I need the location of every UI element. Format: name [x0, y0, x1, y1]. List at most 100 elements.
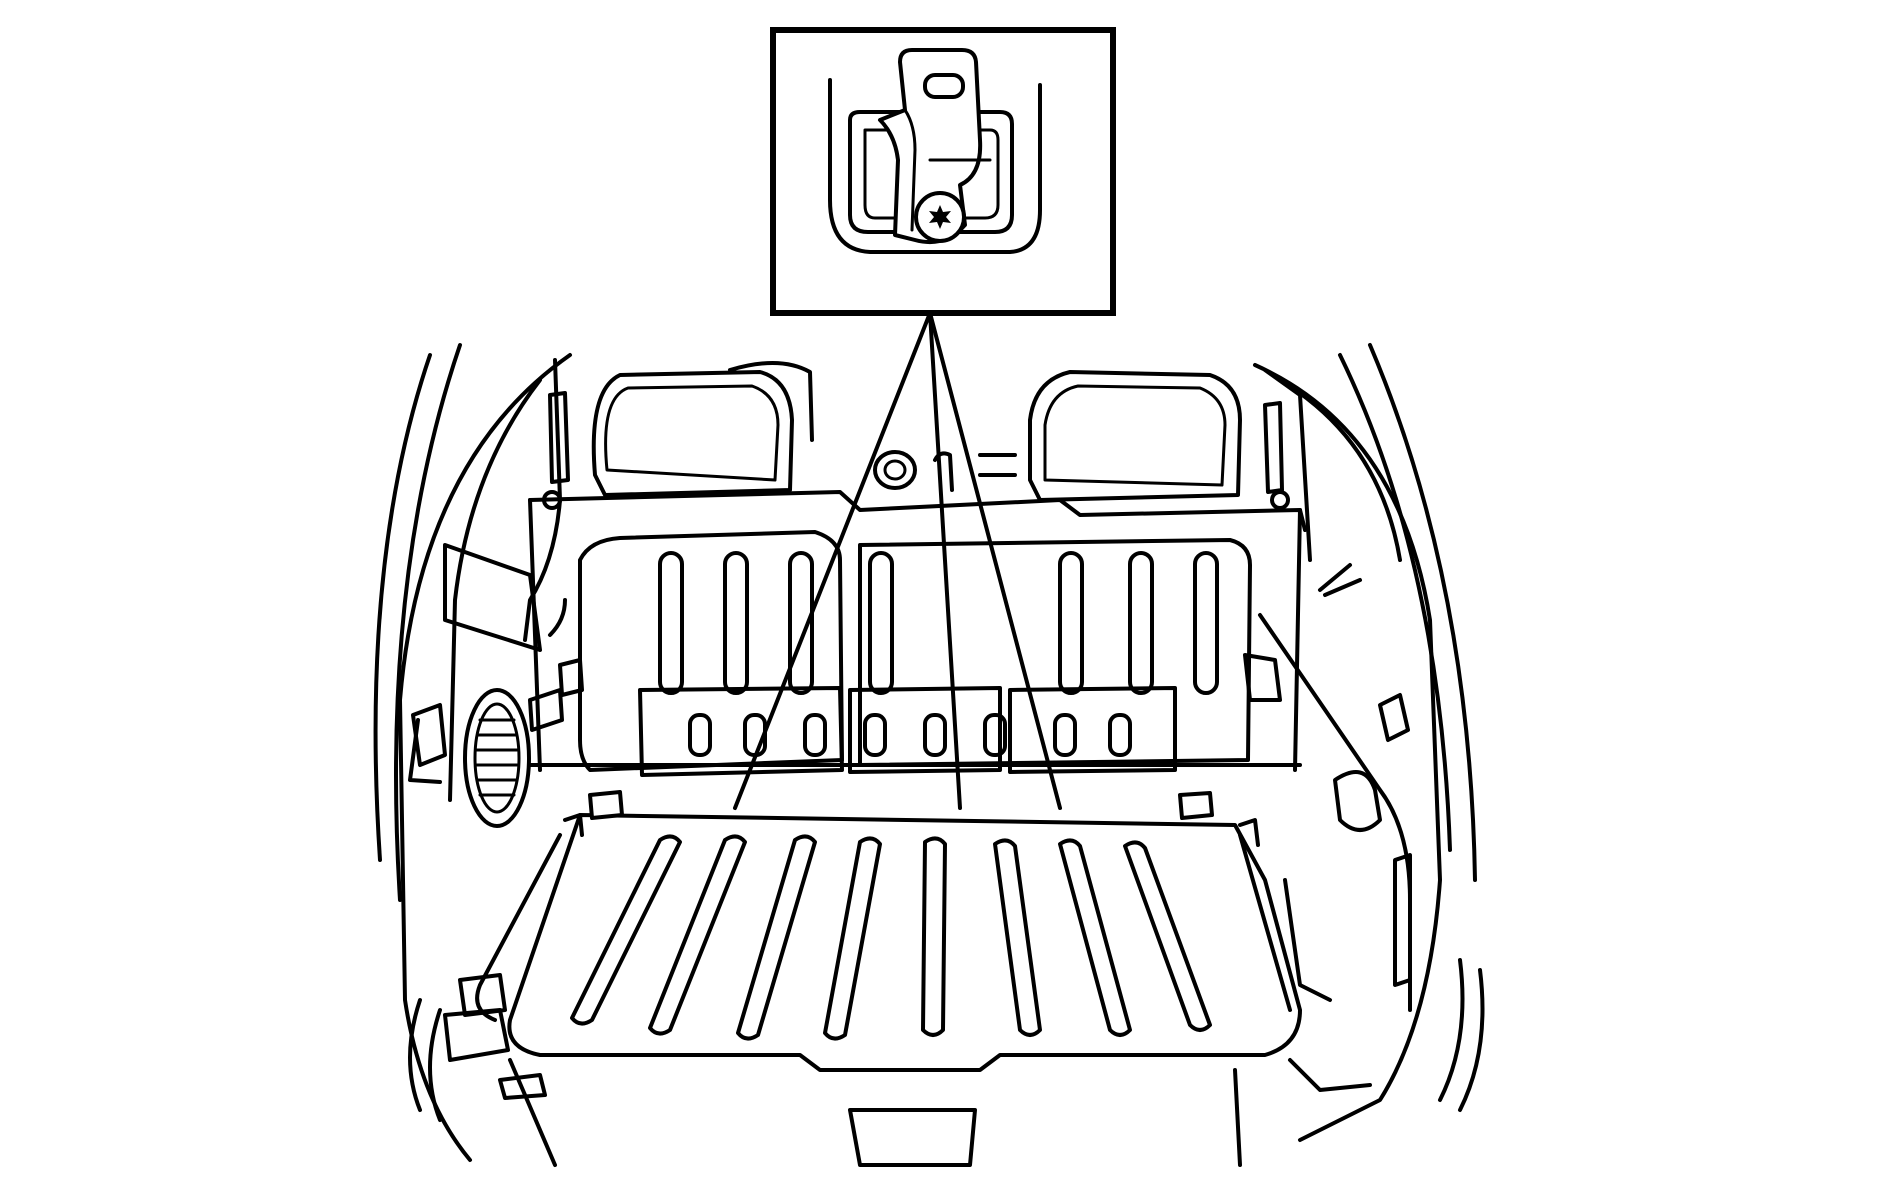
belt-anchor-right [1263, 401, 1284, 494]
seatback-ribs [658, 551, 1219, 695]
leader-line-right [928, 311, 1062, 810]
motion-arc [373, 353, 432, 862]
latch-slot [863, 713, 887, 757]
right-trim-panel [1253, 363, 1442, 1142]
floor-tie-down-left [588, 790, 624, 820]
seat-latch-plates [638, 686, 1177, 777]
floor-corner-left [563, 813, 584, 837]
trim-clip [411, 703, 447, 767]
speaker-cone [473, 702, 521, 814]
floor-rib [1123, 840, 1212, 1032]
floor-rib [823, 836, 882, 1041]
latch-slot [688, 713, 712, 757]
floor-rib [993, 838, 1042, 1037]
rib [868, 551, 894, 695]
latch-slot [1053, 713, 1077, 757]
anchor-bolt [1270, 490, 1290, 510]
rear-sill [508, 1058, 1372, 1167]
seatback-panel-right [858, 538, 1252, 767]
center-knob-inner [883, 459, 907, 481]
rib [723, 551, 749, 695]
latch-slot [803, 713, 827, 757]
rib [788, 551, 814, 695]
motion-arc [1368, 343, 1477, 882]
recess-pocket [848, 110, 1014, 234]
floor-rib [648, 834, 747, 1036]
latch-slot [923, 713, 947, 757]
center-trim-lines [978, 453, 1017, 477]
latch-plate-center [848, 686, 1002, 774]
cargo-hook-right [1333, 770, 1382, 832]
seatback-right-edge [1293, 508, 1302, 772]
floor-tab [498, 1073, 547, 1100]
striker-plate [848, 1108, 977, 1167]
floor-corner-right [1238, 818, 1260, 847]
motion-arc [1338, 353, 1452, 852]
seatback-panel-left [578, 530, 844, 772]
anchor-bolt [542, 490, 562, 510]
floor-right-rail [1238, 833, 1292, 1012]
floor-rib [1058, 838, 1132, 1037]
latch-plate-right [1008, 686, 1177, 774]
floor-tie-down-right [1178, 791, 1214, 820]
detail-inset [770, 27, 1116, 316]
hook-fold-line [903, 108, 917, 232]
floor-rib [570, 834, 682, 1026]
leader-line-left [733, 311, 932, 810]
speaker-mesh [475, 718, 519, 797]
panel-mark [1318, 563, 1352, 592]
seatback-left-edge [528, 498, 542, 772]
right-trim-inner [1278, 378, 1402, 562]
belt-anchor-left [548, 391, 570, 484]
right-body-side [1243, 343, 1485, 1142]
rear-seat [528, 361, 1307, 777]
center-knob [873, 450, 917, 490]
side-vent [1393, 853, 1412, 987]
latch-slot [743, 713, 767, 757]
motion-arc [1458, 968, 1485, 1112]
sill-right-edge [1233, 1068, 1242, 1167]
right-pillar [1263, 368, 1312, 562]
leader-line-center [928, 311, 962, 810]
headrest-right [1028, 370, 1242, 502]
latch-slot [983, 713, 1007, 757]
recess-inner [863, 128, 1000, 220]
rib [658, 551, 684, 695]
trim-clip [528, 688, 564, 732]
motion-arc [1438, 958, 1465, 1102]
headrest-left-inner [604, 384, 780, 482]
torx-star-icon [929, 205, 951, 229]
rib [1128, 551, 1154, 695]
right-floor-rail [1283, 878, 1332, 1002]
latch-slot [1108, 713, 1132, 757]
motion-arc [394, 343, 462, 902]
center-top [873, 450, 1017, 492]
headrest-left [591, 370, 794, 497]
floor-ribs [570, 834, 1212, 1041]
headrest-right-inner [1043, 384, 1227, 487]
anchor-plate [443, 1008, 510, 1062]
tie-down-hook-detail [828, 48, 1042, 254]
floor-rib [736, 834, 817, 1041]
hook-slot [923, 73, 965, 99]
trim-bracket [408, 718, 442, 784]
sill-trim-right [1288, 1058, 1372, 1092]
leader-lines [733, 311, 1062, 810]
headrest-left-back [728, 361, 814, 442]
left-body-side [373, 343, 584, 1162]
center-latch [933, 451, 954, 492]
trim-clip [1378, 693, 1410, 742]
latch-plate-left [638, 686, 844, 777]
recess-outline [828, 78, 1042, 254]
left-trim-panel [398, 353, 572, 1162]
floor-rib [921, 836, 947, 1037]
rib [1058, 551, 1084, 695]
motion-arc [408, 998, 422, 1112]
rib [1193, 551, 1219, 695]
sill-left-edge [508, 1058, 557, 1167]
harness-wire [548, 598, 567, 637]
left-trim-inner [448, 378, 542, 802]
floor-left-rail [475, 833, 562, 1022]
